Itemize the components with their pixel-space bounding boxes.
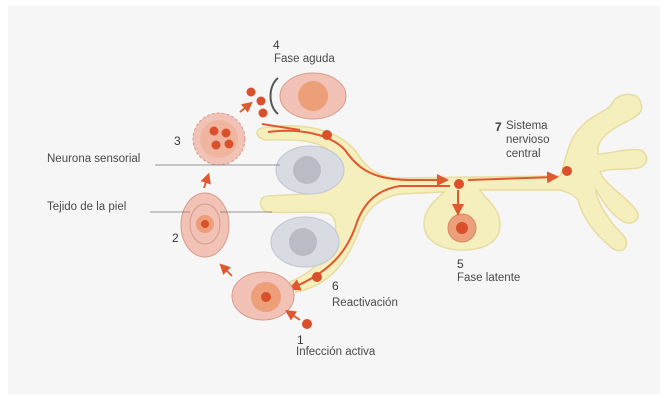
gray-cell-upper [276,146,344,194]
stage-2-cell [181,193,229,257]
virus-particle [247,88,256,97]
cycle-arrow-2-3 [204,176,208,188]
virus-particle [259,109,268,118]
stage-5-number: 5 [457,257,464,271]
stage-1-cell [232,272,294,320]
stage-2-number: 2 [172,231,179,245]
stage-4-number: 4 [273,38,280,52]
cycle-arrow-1-2 [222,266,232,276]
tejido-piel-label: Tejido de la piel [47,201,126,214]
gray-cell-lower [271,217,339,267]
stage-3-number: 3 [174,134,181,148]
virus-particle [454,179,464,189]
stage-6-number: 6 [332,279,339,293]
stage-7-number: 7 [495,120,502,134]
stage-4-cell [271,73,347,119]
stage-7-label-line3: central [506,148,541,161]
entry-arrow [288,312,300,320]
stage-7-label-line1: Sistema [506,120,548,133]
virus-particle [312,272,322,282]
virus-particle [302,319,312,329]
stage-1-label: Infección activa [296,346,375,359]
stage-6-label: Reactivación [332,297,398,310]
latent-nucleus [448,214,476,242]
cycle-arrow-3-4 [240,104,250,112]
stage-5-label: Fase latente [457,272,520,285]
stage-4-label: Fase aguda [274,53,335,66]
virus-particle [562,166,572,176]
stage-1-number: 1 [297,333,304,347]
virus-particle [257,97,266,106]
stage-7-label-line2: nervioso [506,134,549,147]
virus-particle [322,130,332,140]
stage-3-cell [193,113,245,165]
neurona-sensorial-label: Neurona sensorial [47,153,140,166]
